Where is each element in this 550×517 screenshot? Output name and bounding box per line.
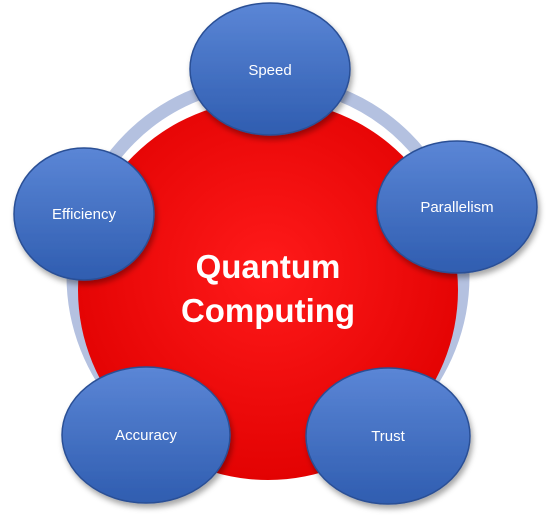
node-parallelism-label: Parallelism — [420, 199, 493, 216]
node-trust-ellipse — [305, 367, 471, 505]
node-accuracy — [61, 366, 231, 504]
node-parallelism — [376, 140, 538, 274]
node-speed — [189, 2, 351, 136]
node-efficiency — [13, 147, 155, 281]
node-parallelism-ellipse — [376, 140, 538, 274]
node-speed-label: Speed — [248, 62, 291, 79]
node-accuracy-ellipse — [61, 366, 231, 504]
node-speed-ellipse — [189, 2, 351, 136]
node-efficiency-ellipse — [13, 147, 155, 281]
node-efficiency-label: Efficiency — [52, 206, 116, 223]
center-title-line-2: Computing — [181, 292, 355, 329]
node-trust — [305, 367, 471, 505]
node-accuracy-label: Accuracy — [115, 427, 177, 444]
node-trust-label: Trust — [371, 428, 405, 445]
center-title-line-1: Quantum — [196, 248, 341, 285]
